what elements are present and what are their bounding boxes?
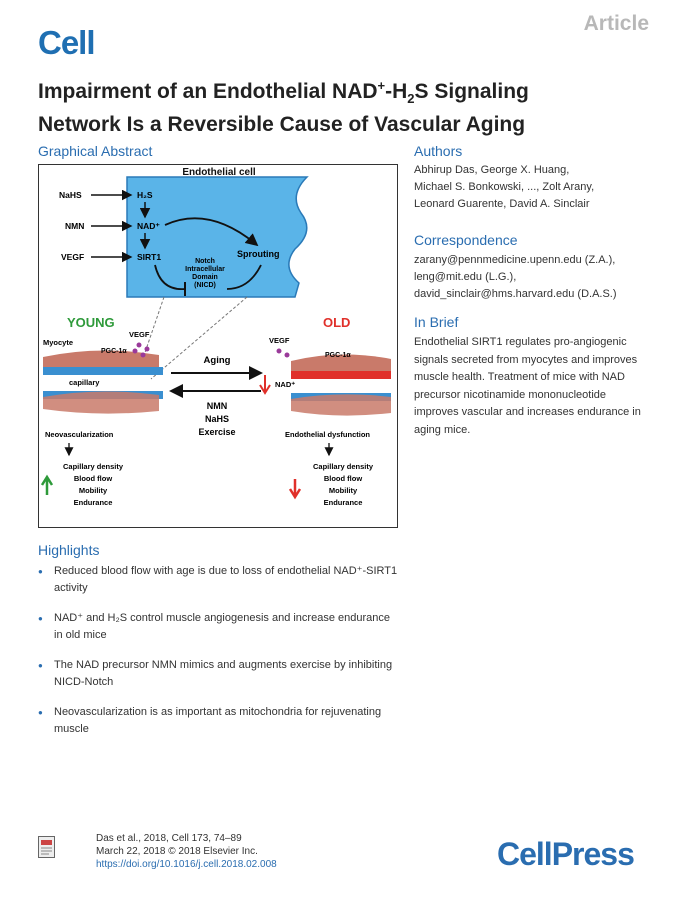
citation-line: Das et al., 2018, Cell 173, 74–89: [96, 833, 242, 844]
title-line-2: Network Is a Reversible Cause of Vascula…: [38, 113, 526, 137]
vegf-dot: [284, 352, 290, 358]
notch-line-4: (NICD): [194, 282, 216, 289]
correspondence-email[interactable]: leng@mit.edu (L.G.),: [414, 271, 517, 283]
input-nahs: NaHS: [59, 190, 82, 200]
old-outcome: Endothelial dysfunction: [285, 430, 370, 439]
authors-heading: Authors: [414, 143, 463, 159]
author-line: Michael S. Bonkowski, ..., Zolt Arany,: [414, 181, 595, 193]
nad-old-label: NAD⁺: [275, 380, 295, 389]
old-label: OLD: [323, 315, 350, 330]
young-capillary: [43, 367, 163, 375]
graphical-abstract-heading: Graphical Abstract: [38, 143, 153, 159]
vegf-dot: [140, 352, 146, 358]
title-superscript: +: [377, 78, 386, 93]
notch-line-1: Notch: [195, 258, 215, 265]
capillary-label: capillary: [69, 378, 100, 387]
input-vegf: VEGF: [61, 252, 84, 262]
highlights-list: Reduced blood flow with age is due to lo…: [38, 563, 398, 751]
sprouting-label: Sprouting: [237, 249, 280, 259]
highlight-item: The NAD precursor NMN mimics and augment…: [38, 657, 398, 691]
graphical-abstract-svg: Endothelial cell NaHS NMN VEGF H₂S NAD⁺ …: [40, 167, 391, 507]
zoom-line: [138, 296, 165, 371]
vegf-dot: [136, 342, 142, 348]
old-metric: Blood flow: [324, 474, 362, 483]
highlight-item: NAD⁺ and H₂S control muscle angiogenesis…: [38, 610, 398, 644]
notch-line-3: Domain: [192, 274, 218, 281]
in-brief-text: Endothelial SIRT1 regulates pro-angiogen…: [414, 336, 641, 436]
author-line: Leonard Guarente, David A. Sinclair: [414, 198, 590, 210]
treatment-nahs: NaHS: [205, 414, 229, 424]
cellpress-logo: CellPress: [497, 836, 635, 872]
treatment-nmn: NMN: [207, 401, 228, 411]
correspondence-heading: Correspondence: [414, 232, 518, 248]
old-metric: Endurance: [324, 498, 363, 507]
document-icon: [38, 836, 55, 858]
citation-block: Das et al., 2018, Cell 173, 74–89 March …: [96, 832, 277, 871]
zoom-line: [150, 296, 248, 380]
young-outcome: Neovascularization: [45, 430, 114, 439]
correspondence-email[interactable]: zarany@pennmedicine.upenn.edu (Z.A.),: [414, 254, 616, 266]
old-metric: Mobility: [329, 486, 358, 495]
myocyte-label: Myocyte: [43, 338, 73, 347]
journal-logo: Cell: [38, 24, 96, 61]
young-metric: Capillary density: [63, 462, 124, 471]
pgc-young: PGC-1α: [101, 348, 127, 355]
correspondence-email[interactable]: david_sinclair@hms.harvard.edu (D.A.S.): [414, 288, 617, 300]
in-brief-heading: In Brief: [414, 314, 459, 330]
citation-line: March 22, 2018 © 2018 Elsevier Inc.: [96, 846, 258, 857]
title-part: S Signaling: [414, 80, 529, 103]
article-title: Impairment of an Endothelial NAD+-H2S Si…: [38, 73, 638, 138]
highlight-item: Reduced blood flow with age is due to lo…: [38, 563, 398, 597]
old-metric: Capillary density: [313, 462, 374, 471]
vegf-dot: [132, 348, 138, 354]
vegf-dot: [144, 346, 150, 352]
young-label: YOUNG: [67, 315, 115, 330]
old-myocyte-2: [291, 394, 391, 416]
pgc-old: PGC-1α: [325, 352, 351, 359]
title-subscript: 2: [407, 91, 415, 107]
aging-label: Aging: [204, 355, 231, 366]
down-arrow-old: [288, 479, 302, 500]
inhibit-notch-sprouting: [226, 264, 262, 290]
young-myocyte-2: [43, 391, 159, 414]
doi-link[interactable]: https://doi.org/10.1016/j.cell.2018.02.0…: [96, 859, 277, 870]
endothelial-cell-shape: [126, 176, 309, 298]
article-type-label: Article: [583, 12, 649, 35]
vegf-young: VEGF: [129, 330, 150, 339]
old-capillary: [291, 371, 391, 379]
young-metric: Endurance: [74, 498, 113, 507]
molecule-sirt1: SIRT1: [137, 252, 161, 262]
input-nmn: NMN: [65, 221, 84, 231]
down-arrow-nad: [259, 375, 271, 395]
author-line: Abhirup Das, George X. Huang,: [414, 164, 570, 176]
inhibit-sirt1-notch: [154, 264, 186, 290]
correspondence-list: zarany@pennmedicine.upenn.edu (Z.A.), le…: [414, 252, 659, 303]
notch-line-2: Intracellular: [185, 266, 225, 273]
young-metric: Mobility: [79, 486, 108, 495]
up-arrow-young: [40, 474, 54, 495]
title-part: -H: [385, 80, 408, 103]
endothelial-cell-label: Endothelial cell: [182, 167, 256, 178]
title-part: Impairment of an Endothelial NAD: [38, 80, 378, 103]
authors-list: Abhirup Das, George X. Huang, Michael S.…: [414, 162, 654, 213]
young-metric: Blood flow: [74, 474, 112, 483]
molecule-h2s: H₂S: [137, 190, 153, 200]
graphical-abstract-figure: Endothelial cell NaHS NMN VEGF H₂S NAD⁺ …: [38, 164, 398, 528]
vegf-dot: [276, 348, 282, 354]
vegf-old: VEGF: [269, 336, 290, 345]
arrow-nad-sprouting: [164, 217, 259, 247]
highlight-item: Neovascularization is as important as mi…: [38, 704, 398, 738]
treatment-exercise: Exercise: [198, 427, 235, 437]
highlights-heading: Highlights: [38, 542, 100, 558]
molecule-nad: NAD⁺: [137, 221, 160, 231]
